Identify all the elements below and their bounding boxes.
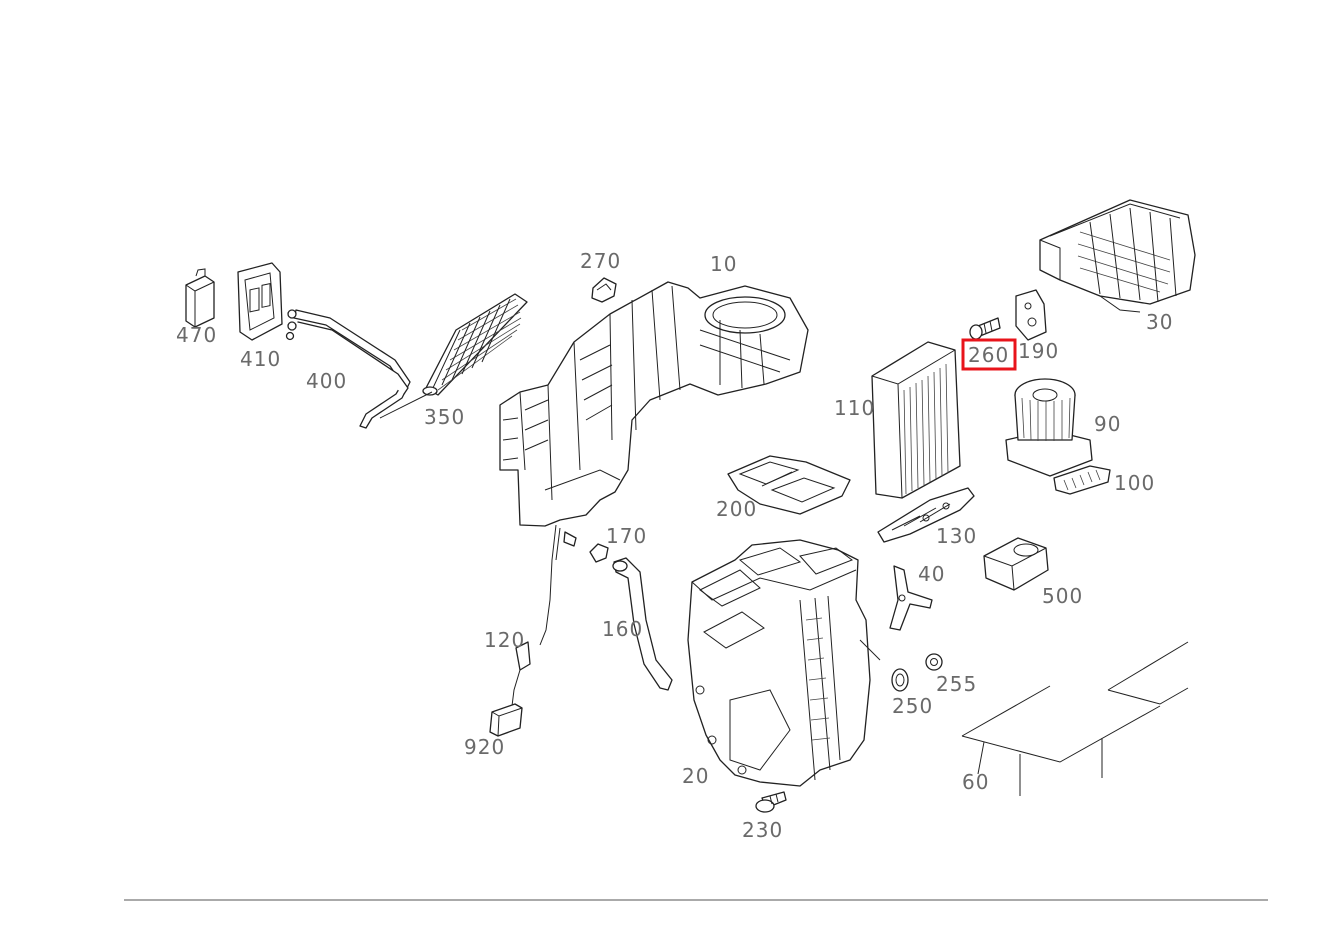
callout-10[interactable]: 10 [710,252,737,276]
part-20-drawing [687,539,881,787]
callout-90[interactable]: 90 [1094,412,1121,436]
callout-500[interactable]: 500 [1042,584,1083,608]
callout-40[interactable]: 40 [918,562,945,586]
callout-410[interactable]: 410 [240,347,281,371]
part-130-drawing [877,487,975,543]
part-920-drawing [489,669,523,737]
callout-250[interactable]: 250 [892,694,933,718]
part-260-drawing [969,317,1001,340]
part-170-drawing [589,543,609,563]
callout-190[interactable]: 190 [1018,339,1059,363]
part-120-drawing [515,524,577,671]
callout-255[interactable]: 255 [936,672,977,696]
callout-120[interactable]: 120 [484,628,525,652]
part-200-drawing [727,455,851,515]
part-230-drawing [755,791,787,813]
callout-20[interactable]: 20 [682,764,709,788]
part-90-drawing [1005,378,1093,477]
selected-part-highlight [961,338,1017,371]
callout-130[interactable]: 130 [936,524,977,548]
callout-470[interactable]: 470 [176,323,217,347]
callout-30[interactable]: 30 [1146,310,1173,334]
part-40-drawing [889,565,933,631]
part-190-drawing [1015,289,1047,341]
part-255-drawing [925,653,943,671]
callout-270[interactable]: 270 [580,249,621,273]
part-60-drawing [961,641,1189,796]
part-110-drawing [871,341,961,499]
part-270-drawing [591,277,617,303]
part-500-drawing [983,537,1049,591]
callout-170[interactable]: 170 [606,524,647,548]
callout-400[interactable]: 400 [306,369,347,393]
callout-100[interactable]: 100 [1114,471,1155,495]
part-160-drawing [612,557,673,691]
part-350-drawing [379,293,528,419]
callout-110[interactable]: 110 [834,396,875,420]
callout-60[interactable]: 60 [962,770,989,794]
part-100-drawing [1053,465,1111,495]
callout-160[interactable]: 160 [602,617,643,641]
callout-920[interactable]: 920 [464,735,505,759]
part-410-drawing [237,262,283,341]
callout-260[interactable]: 260 [968,343,1009,367]
callout-350[interactable]: 350 [424,405,465,429]
part-250-drawing [891,668,909,692]
part-470-drawing [185,268,215,328]
part-10-drawing [499,281,809,527]
callout-200[interactable]: 200 [716,497,757,521]
callout-230[interactable]: 230 [742,818,783,842]
part-30-drawing [1039,199,1196,313]
part-400-drawing [285,309,411,429]
